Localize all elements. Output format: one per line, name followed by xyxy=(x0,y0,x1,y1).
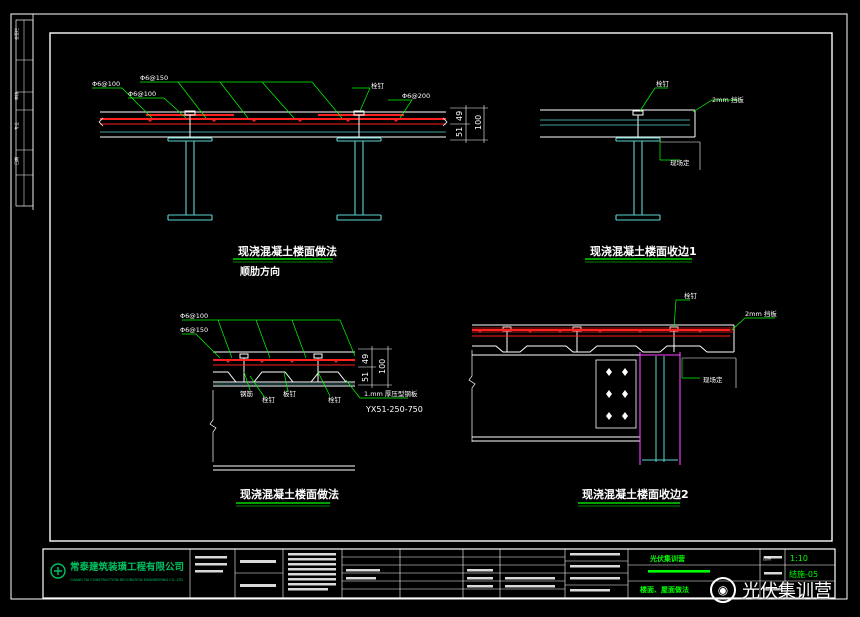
project-name: 光伏集训营 xyxy=(649,554,685,563)
d1-dim-2: 49 xyxy=(455,111,464,121)
d1-subtitle: 顺肋方向 xyxy=(240,265,280,278)
drawing-name: 楼面、屋面做法 xyxy=(640,585,689,594)
detail-4: 栓钉 2mm 挡板 现场定 现浇混凝土楼面收边2 xyxy=(468,291,777,507)
d1-title: 现浇混凝土楼面做法 xyxy=(238,244,337,258)
sheet-number: 结施-05 xyxy=(789,569,818,579)
d3-dim-1: 51 xyxy=(361,372,370,382)
d3-dim-2: 49 xyxy=(361,354,370,364)
svg-text:审核: 审核 xyxy=(13,92,19,100)
d2-label-a: 栓钉 xyxy=(656,79,670,88)
detail-2: 栓钉 2mm 挡板 现场定 现浇混凝土楼面收边1 xyxy=(540,79,744,263)
d2-label-c: 现场定 xyxy=(670,158,690,167)
d4-title: 现浇混凝土楼面收边2 xyxy=(582,487,689,501)
d3-label-a: Φ6@100 xyxy=(180,312,208,320)
detail-1: Φ6@100 Φ6@150 Φ6@100 栓钉 Φ6@200 51 49 100… xyxy=(92,74,488,278)
d1-label-c: Φ6@100 xyxy=(128,90,156,98)
d3-label-h: YX51-250-750 xyxy=(365,405,423,414)
svg-text:会签栏: 会签栏 xyxy=(13,28,19,40)
svg-text:专业: 专业 xyxy=(13,122,19,130)
d1-label-b: Φ6@150 xyxy=(140,74,168,82)
company-name-en: CHANG TAI CONSTRUCTION DECORATION ENGINE… xyxy=(70,578,183,582)
scale-value: 1:10 xyxy=(790,554,808,563)
sheet-frame xyxy=(10,13,848,600)
d2-title: 现浇混凝土楼面收边1 xyxy=(590,244,697,258)
d3-label-f: 栓钉 xyxy=(328,395,342,404)
d4-label-c: 现场定 xyxy=(703,375,723,384)
d1-dim-1: 51 xyxy=(455,127,464,137)
d1-label-a: Φ6@100 xyxy=(92,80,120,88)
d3-title: 现浇混凝土楼面做法 xyxy=(240,487,339,501)
company-logo xyxy=(50,563,66,579)
title-block: 常泰建筑装璜工程有限公司 CHANG TAI CONSTRUCTION DECO… xyxy=(42,548,836,599)
d3-label-c: 钢筋 xyxy=(240,389,254,398)
watermark: ◉ 光伏集训营 xyxy=(710,577,832,603)
d1-label-d: 栓钉 xyxy=(371,81,385,90)
d3-label-g: 1.mm 厚压型钢板 xyxy=(364,389,418,398)
d1-label-e: Φ6@200 xyxy=(402,92,430,100)
d3-label-d: 栓钉 xyxy=(262,395,276,404)
svg-text:日期: 日期 xyxy=(13,157,19,165)
d3-dim-3: 100 xyxy=(378,359,387,374)
company-name-cn: 常泰建筑装璜工程有限公司 xyxy=(70,561,184,573)
scale-label: 比例 xyxy=(763,555,771,561)
d3-label-b: Φ6@150 xyxy=(180,326,208,334)
watermark-text: 光伏集训营 xyxy=(742,581,832,602)
d4-label-b: 2mm 挡板 xyxy=(745,309,777,318)
d2-label-b: 2mm 挡板 xyxy=(712,95,744,104)
d1-dim-3: 100 xyxy=(474,115,483,130)
binding-strip-text: 会签栏 审核 专业 日期 xyxy=(13,28,19,165)
wechat-channel-icon: ◉ xyxy=(710,577,736,603)
d3-label-e: 板钉 xyxy=(283,389,297,398)
detail-3: Φ6@100 Φ6@150 钢筋 栓钉 板钉 栓钉 1.mm 厚压型钢板 YX5… xyxy=(180,312,423,507)
d4-label-a: 栓钉 xyxy=(684,291,698,300)
